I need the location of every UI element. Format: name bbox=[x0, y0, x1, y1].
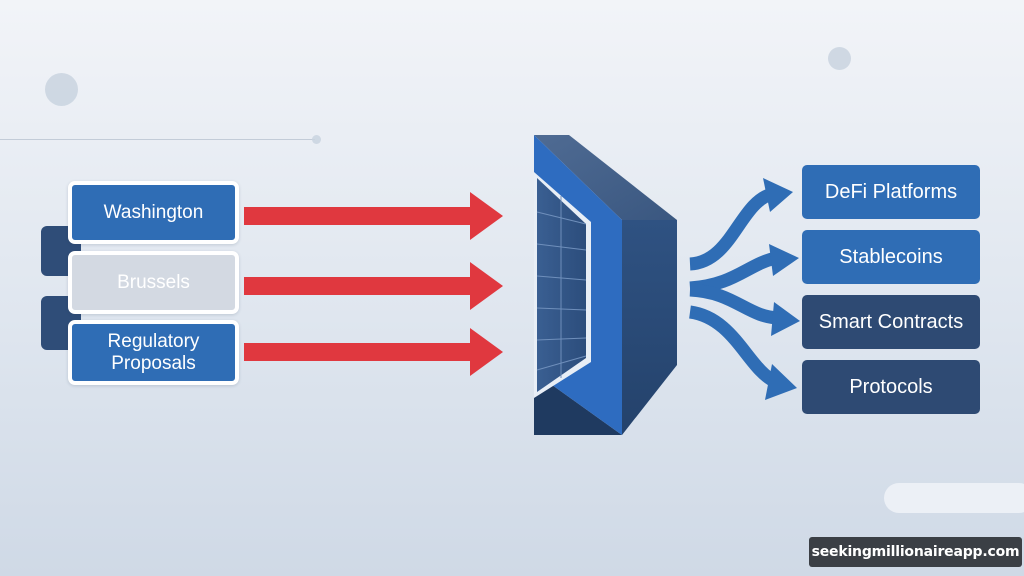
output-label-stablecoins: Stablecoins bbox=[839, 245, 943, 268]
output-label-smart-contracts: Smart Contracts bbox=[818, 310, 964, 333]
arrowhead-smart-contracts bbox=[771, 302, 800, 336]
filter-grid bbox=[536, 196, 587, 378]
decorative-circle-right bbox=[828, 47, 851, 70]
arrowhead-protocols bbox=[765, 364, 797, 400]
red-arrow-2 bbox=[244, 262, 503, 310]
input-label-brussels: Brussels bbox=[117, 271, 190, 293]
input-box-regulatory-proposals: Regulatory Proposals bbox=[68, 320, 239, 385]
input-box-washington: Washington bbox=[68, 181, 239, 244]
filter-prism bbox=[534, 135, 677, 435]
flow-line-defi bbox=[689, 187, 775, 271]
output-box-defi-platforms: DeFi Platforms bbox=[802, 165, 980, 219]
red-arrow-1 bbox=[244, 192, 503, 240]
decorative-dot bbox=[312, 135, 321, 144]
input-label-regulatory-proposals: Regulatory Proposals bbox=[107, 330, 200, 374]
arrowhead-stablecoins bbox=[769, 244, 799, 276]
decorative-pill bbox=[884, 483, 1024, 513]
input-label-washington: Washington bbox=[103, 201, 204, 223]
flow-line-smart-contracts bbox=[689, 283, 781, 325]
output-box-protocols: Protocols bbox=[802, 360, 980, 414]
watermark-label: seekingmillionaireapp.com bbox=[809, 537, 1022, 567]
blue-arrowheads bbox=[763, 178, 800, 400]
decorative-circle-left bbox=[45, 73, 78, 106]
output-box-smart-contracts: Smart Contracts bbox=[802, 295, 980, 349]
output-label-defi-platforms: DeFi Platforms bbox=[824, 180, 958, 203]
output-label-protocols: Protocols bbox=[849, 375, 933, 398]
blue-flow-lines bbox=[688, 187, 781, 388]
decorative-line bbox=[0, 139, 315, 140]
arrowhead-defi bbox=[763, 178, 793, 212]
output-box-stablecoins: Stablecoins bbox=[802, 230, 980, 284]
flow-line-protocols bbox=[688, 305, 780, 388]
input-box-brussels: Brussels bbox=[68, 251, 239, 314]
red-arrow-3 bbox=[244, 328, 503, 376]
